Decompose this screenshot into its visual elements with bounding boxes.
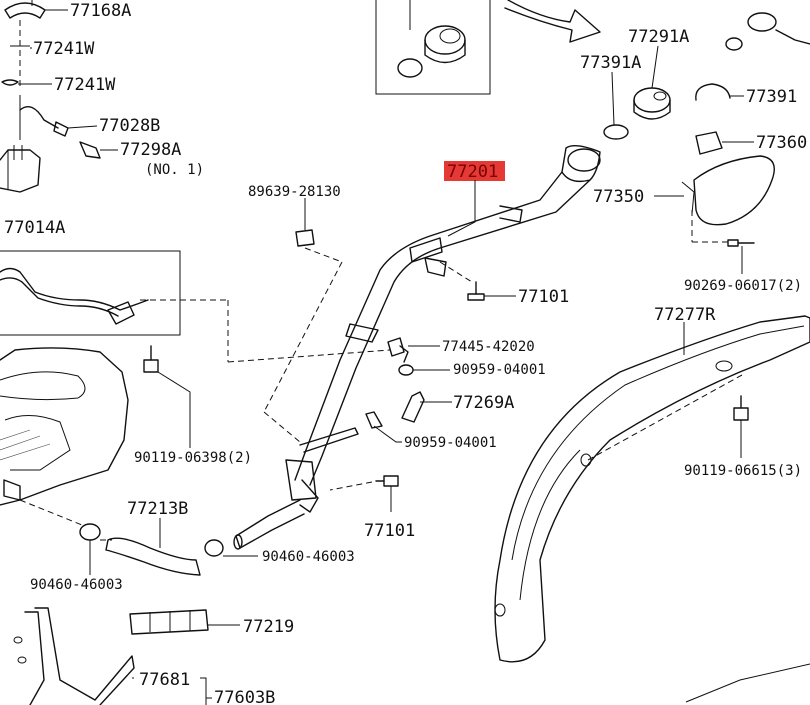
label-77298A[interactable]: 77298A [120, 140, 181, 160]
cap-77291A [633, 45, 671, 120]
label-90460-46003-left[interactable]: 90460-46003 [30, 577, 123, 593]
label-77681[interactable]: 77681 [139, 670, 190, 690]
label-77391A[interactable]: 77391A [580, 53, 641, 73]
label-77014A[interactable]: 77014A [4, 218, 65, 238]
part-labels: 77168A 77241W 77241W 77028B 77298A (NO. … [4, 1, 807, 705]
clamp-90460-left [79, 523, 101, 575]
hinge-77360 [695, 131, 754, 155]
bracket-77681 [13, 607, 212, 705]
label-77269A[interactable]: 77269A [453, 393, 514, 413]
gasket-77391A [603, 71, 629, 140]
bolt-90119-06615 [733, 395, 749, 458]
label-90959-04001-a[interactable]: 90959-04001 [453, 362, 546, 378]
label-77603B[interactable]: 77603B [214, 688, 275, 705]
clamp-90959-b [365, 411, 402, 443]
fuel-door-77350 [654, 155, 775, 226]
selected-part-highlight [444, 161, 505, 181]
leader-lines [447, 180, 476, 237]
label-90269-06017[interactable]: 90269-06017(2) [684, 278, 802, 294]
label-77277R[interactable]: 77277R [654, 305, 716, 325]
label-77168A[interactable]: 77168A [70, 1, 131, 21]
label-77298A-note: (NO. 1) [145, 162, 204, 178]
fuel-pump-parts-drawing [0, 0, 118, 193]
label-90119-06615[interactable]: 90119-06615(3) [684, 463, 802, 479]
label-77219[interactable]: 77219 [243, 617, 294, 637]
label-77241W-2[interactable]: 77241W [54, 75, 116, 95]
hose-77219 [129, 609, 240, 635]
bolt-90119-06398 [143, 345, 191, 448]
label-77391[interactable]: 77391 [746, 87, 797, 107]
fender-liner-drawing [494, 315, 810, 703]
bolt-77101-lower [375, 475, 399, 512]
label-77241W-1[interactable]: 77241W [33, 39, 95, 59]
label-77360[interactable]: 77360 [756, 133, 807, 153]
fuel-cap-inset-box [375, 0, 491, 95]
elbow-77445 [387, 337, 440, 363]
label-77201[interactable]: 77201 [447, 162, 498, 182]
dashed-reference-lines [100, 210, 743, 541]
cap-top-right [725, 12, 810, 51]
fuel-tank-drawing [0, 347, 129, 526]
clamp-90959-a [398, 364, 450, 376]
label-77213B[interactable]: 77213B [127, 499, 188, 519]
label-77291A[interactable]: 77291A [628, 27, 689, 47]
label-77445-42020[interactable]: 77445-42020 [442, 339, 535, 355]
screw-90269 [727, 239, 755, 274]
label-77101-upper[interactable]: 77101 [518, 287, 569, 307]
hose-77213B [105, 518, 201, 576]
clip-89639 [295, 198, 315, 247]
hose-77269A [401, 391, 452, 423]
filler-pipe-drawing [233, 145, 601, 550]
bolt-77101-upper [467, 281, 516, 301]
fuel-tube-assembly-drawing [0, 250, 391, 363]
label-77101-lower[interactable]: 77101 [364, 521, 415, 541]
label-77350[interactable]: 77350 [593, 187, 644, 207]
gasket-77391 [695, 83, 744, 101]
label-77028B[interactable]: 77028B [99, 116, 160, 136]
label-90959-04001-b[interactable]: 90959-04001 [404, 435, 497, 451]
clamp-90460-right [204, 539, 258, 557]
label-90460-46003-right[interactable]: 90460-46003 [262, 549, 355, 565]
label-90119-06398[interactable]: 90119-06398(2) [134, 450, 252, 466]
direction-arrow [504, 0, 601, 43]
label-89639-28130[interactable]: 89639-28130 [248, 184, 341, 200]
